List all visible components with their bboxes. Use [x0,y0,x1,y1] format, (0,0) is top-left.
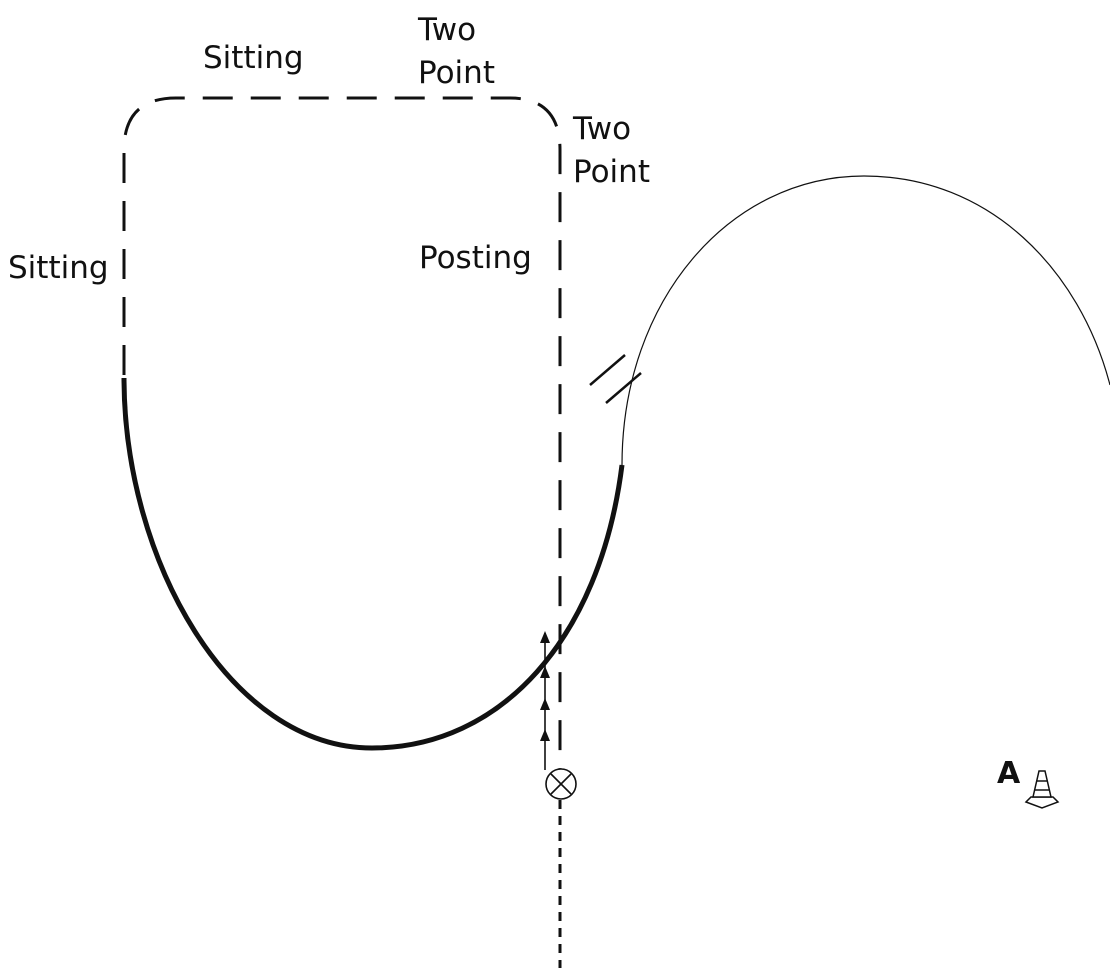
transition-mark-2 [605,372,642,404]
thin-upper-right-arc [621,175,1110,466]
arrowhead-3 [540,698,550,710]
arrowhead-1 [540,631,550,643]
arrowhead-2 [540,666,550,678]
label-posting: Posting [419,240,532,276]
dashed-track-upper [122,96,562,790]
label-two-point-top-line2: Point [418,55,495,91]
label-cone-a: A [997,756,1021,791]
circled-x-icon [545,768,577,800]
thick-lower-arc [121,377,625,751]
label-sitting-left: Sitting [8,250,109,286]
arrowhead-4 [540,729,550,741]
label-two-point-right-line1: Two [572,111,631,147]
label-sitting-top: Sitting [203,40,304,76]
transition-mark-1 [589,354,626,386]
traffic-cone-icon [1024,770,1060,809]
label-two-point-top-line1: Two [417,12,476,48]
label-two-point-right-line2: Point [573,154,650,190]
